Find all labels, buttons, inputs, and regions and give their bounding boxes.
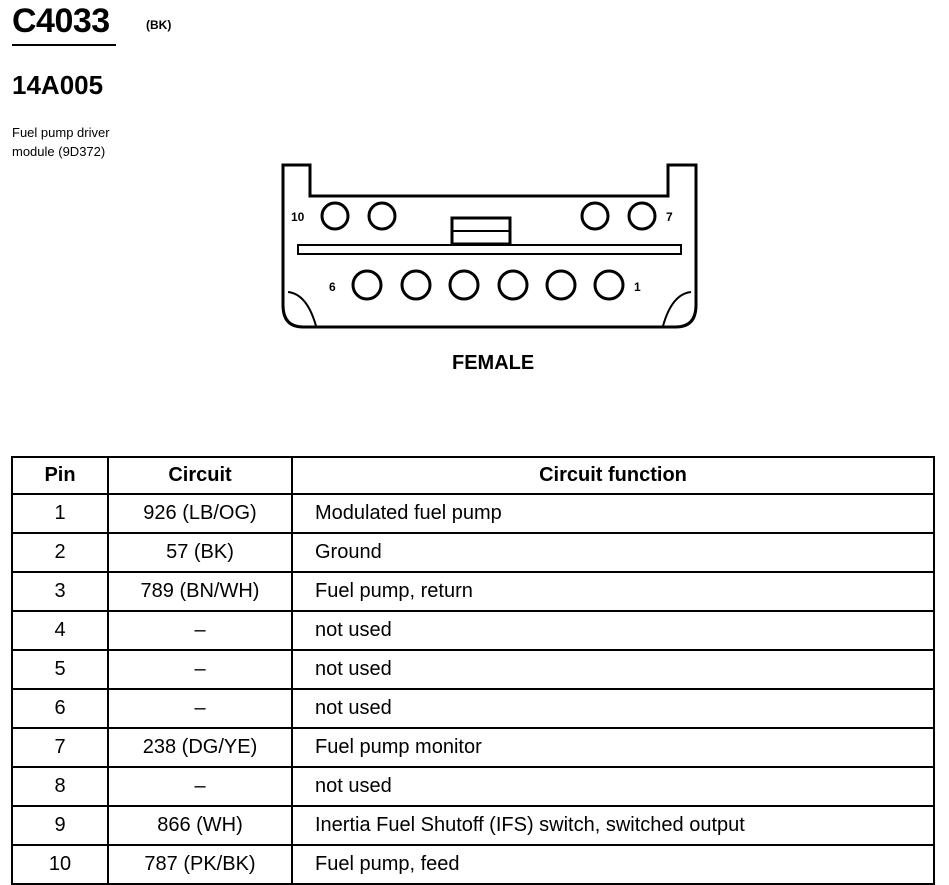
circuit-cell: – xyxy=(107,688,293,729)
table-row: 10 787 (PK/BK) Fuel pump, feed xyxy=(11,844,935,885)
function-cell: not used xyxy=(291,766,935,807)
column-header-circuit: Circuit xyxy=(107,456,293,495)
pin-cavity-5 xyxy=(400,269,432,301)
circuit-cell: – xyxy=(107,610,293,651)
pin-label-top-left: 10 xyxy=(291,210,305,224)
table-row: 1 926 (LB/OG) Modulated fuel pump xyxy=(11,493,935,534)
table-row: 8 – not used xyxy=(11,766,935,807)
function-cell: Fuel pump monitor xyxy=(291,727,935,768)
table-row: 9 866 (WH) Inertia Fuel Shutoff (IFS) sw… xyxy=(11,805,935,846)
housing-corner-left xyxy=(287,291,317,327)
pin-cell: 5 xyxy=(11,649,109,690)
pin-cell: 4 xyxy=(11,610,109,651)
pin-cell: 1 xyxy=(11,493,109,534)
pin-cell: 7 xyxy=(11,727,109,768)
circuit-cell: – xyxy=(107,766,293,807)
title-underline xyxy=(12,44,116,46)
circuit-cell: 789 (BN/WH) xyxy=(107,571,293,612)
column-header-pin: Pin xyxy=(11,456,109,495)
pin-cavity-6 xyxy=(351,269,383,301)
table-row: 7 238 (DG/YE) Fuel pump monitor xyxy=(11,727,935,768)
pin-cell: 9 xyxy=(11,805,109,846)
pin-cavity-1 xyxy=(593,269,625,301)
part-number: 14A005 xyxy=(12,70,104,100)
pin-cavity-3 xyxy=(497,269,529,301)
circuit-cell: 787 (PK/BK) xyxy=(107,844,293,885)
pin-cavity-10 xyxy=(320,201,350,231)
pin-label-bottom-right: 1 xyxy=(634,280,641,294)
function-cell: not used xyxy=(291,610,935,651)
component-description: Fuel pump driver module (9D372) xyxy=(12,123,110,161)
table-row: 4 – not used xyxy=(11,610,935,651)
table-row: 5 – not used xyxy=(11,649,935,690)
housing-corner-right xyxy=(662,291,692,327)
circuit-cell: 866 (WH) xyxy=(107,805,293,846)
pin-label-top-right: 7 xyxy=(666,210,673,224)
function-cell: Inertia Fuel Shutoff (IFS) switch, switc… xyxy=(291,805,935,846)
table-header-row: Pin Circuit Circuit function xyxy=(11,456,935,495)
connector-housing-outline xyxy=(281,163,698,329)
pin-cell: 2 xyxy=(11,532,109,573)
connector-face-diagram: 10 7 6 1 xyxy=(281,163,698,329)
pin-cell: 6 xyxy=(11,688,109,729)
pin-cell: 8 xyxy=(11,766,109,807)
pin-cavity-9 xyxy=(367,201,397,231)
description-line: Fuel pump driver xyxy=(12,125,110,140)
pin-cell: 3 xyxy=(11,571,109,612)
circuit-cell: – xyxy=(107,649,293,690)
circuit-cell: 926 (LB/OG) xyxy=(107,493,293,534)
pin-cell: 10 xyxy=(11,844,109,885)
pin-cavity-4 xyxy=(448,269,480,301)
pin-label-bottom-left: 6 xyxy=(329,280,336,294)
connector-divider-bar xyxy=(297,244,682,255)
table-row: 6 – not used xyxy=(11,688,935,729)
description-line: module (9D372) xyxy=(12,144,106,159)
connector-title: C4033 xyxy=(12,2,110,40)
function-cell: Modulated fuel pump xyxy=(291,493,935,534)
pin-cavity-2 xyxy=(545,269,577,301)
pin-cavity-7 xyxy=(627,201,657,231)
circuit-cell: 57 (BK) xyxy=(107,532,293,573)
function-cell: Fuel pump, return xyxy=(291,571,935,612)
table-row: 3 789 (BN/WH) Fuel pump, return xyxy=(11,571,935,612)
pinout-table: Pin Circuit Circuit function 1 926 (LB/O… xyxy=(11,456,935,885)
function-cell: not used xyxy=(291,649,935,690)
column-header-function: Circuit function xyxy=(291,456,935,495)
function-cell: Fuel pump, feed xyxy=(291,844,935,885)
function-cell: not used xyxy=(291,688,935,729)
connector-gender-label: FEMALE xyxy=(452,352,535,374)
function-cell: Ground xyxy=(291,532,935,573)
pin-cavity-8 xyxy=(580,201,610,231)
table-row: 2 57 (BK) Ground xyxy=(11,532,935,573)
circuit-cell: 238 (DG/YE) xyxy=(107,727,293,768)
color-code: (BK) xyxy=(146,18,172,32)
